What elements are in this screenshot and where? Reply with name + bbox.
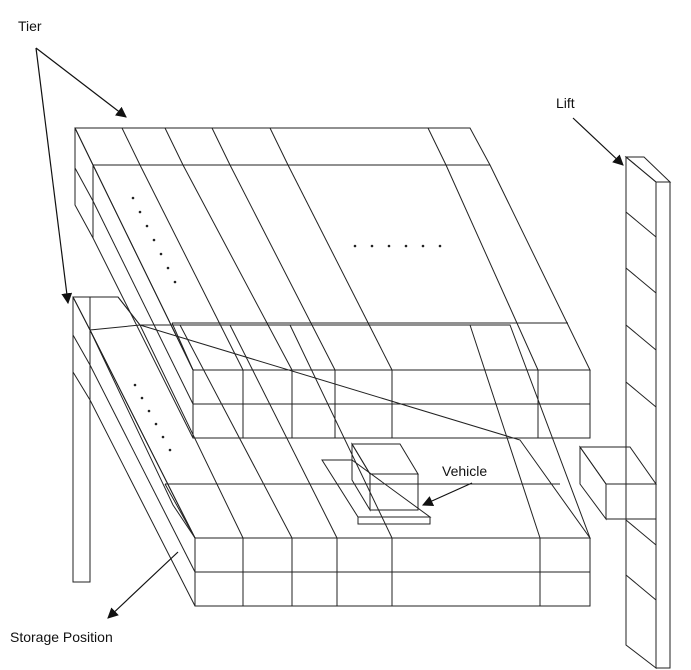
lift-label: Lift [556, 95, 575, 111]
vehicle-box-front [369, 473, 419, 511]
tier-arrow-upper [35, 47, 127, 118]
vehicle [321, 442, 432, 525]
tier-label: Tier [18, 18, 42, 34]
lift-carriage-side [579, 445, 607, 521]
vehicle-box-side [351, 442, 371, 512]
vehicle-box-top [351, 443, 419, 475]
lift [579, 155, 672, 670]
lift-right-face [655, 181, 671, 669]
lift-top-face [624, 156, 672, 183]
storage-position-arrow [107, 551, 179, 619]
annotation-arrows [35, 47, 624, 619]
tier-lower-top-face [72, 296, 591, 539]
storage-position-label: Storage Position [10, 629, 113, 645]
tier-lower-back-left [72, 296, 91, 402]
lift-carriage-top [579, 446, 657, 485]
tier-lower-ellipsis [133, 383, 172, 452]
vehicle-base-plate [321, 459, 432, 518]
labels: Tier Lift Vehicle Storage Position [10, 18, 575, 645]
tier-upper-back-left [74, 127, 94, 239]
vehicle-arrow [422, 482, 473, 506]
tier-upper-top-ellipsis [353, 244, 442, 248]
tier-arrow-lower [35, 47, 73, 305]
tier-upper [74, 127, 591, 439]
vehicle-label: Vehicle [442, 463, 487, 479]
tier-upper-side-ellipsis [131, 196, 177, 284]
lift-arrow [572, 117, 624, 166]
tier-lower [72, 296, 591, 607]
tier-lower-top-face-main [89, 324, 591, 539]
lift-carriage-front [605, 483, 657, 520]
